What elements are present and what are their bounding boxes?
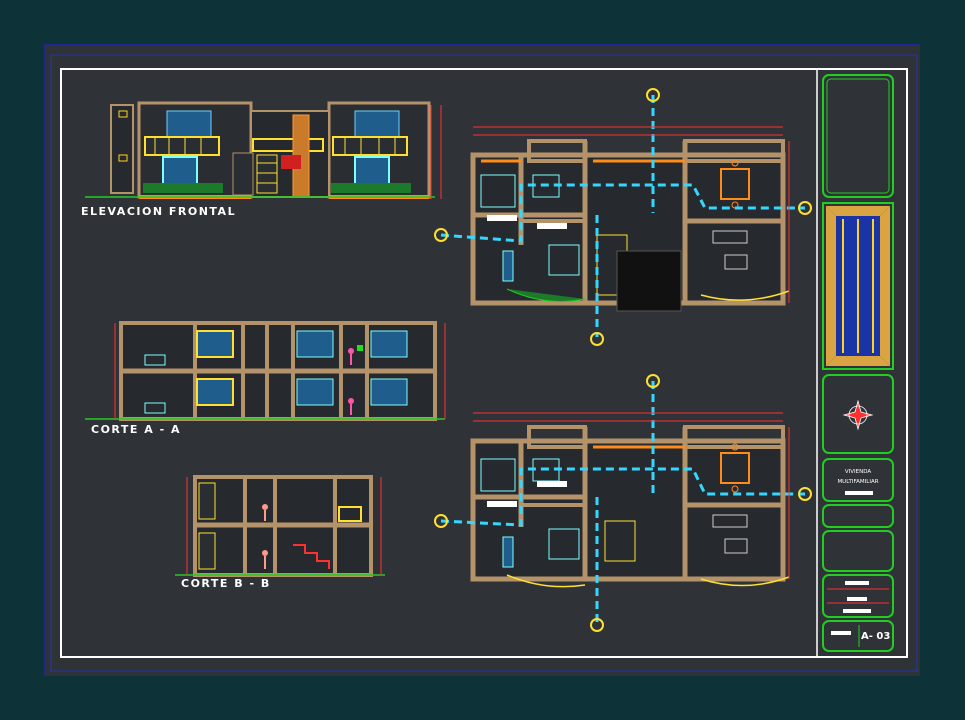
project-name-line1: VIVIENDA — [844, 469, 872, 475]
outer-frame — [50, 54, 918, 672]
section-a — [85, 321, 446, 421]
drawing-sheet: ELEVACION FRONTAL CORTE A - A CORTE B - … — [44, 44, 920, 676]
paper-border — [60, 68, 908, 658]
front-elevation-label: ELEVACION FRONTAL — [81, 205, 237, 218]
floor-plan-lower — [434, 374, 812, 632]
front-elevation — [85, 101, 442, 199]
north-arrow-icon — [842, 399, 874, 431]
section-b — [175, 475, 385, 577]
floor-plan-upper — [434, 88, 812, 346]
sheet-number: A- 03 — [861, 631, 891, 642]
section-b-label: CORTE B - B — [181, 577, 271, 590]
section-a-label: CORTE A - A — [91, 423, 181, 436]
project-name-line2: MULTIFAMILIAR — [837, 479, 879, 485]
title-block — [816, 69, 894, 657]
cad-drawing — [50, 54, 918, 672]
